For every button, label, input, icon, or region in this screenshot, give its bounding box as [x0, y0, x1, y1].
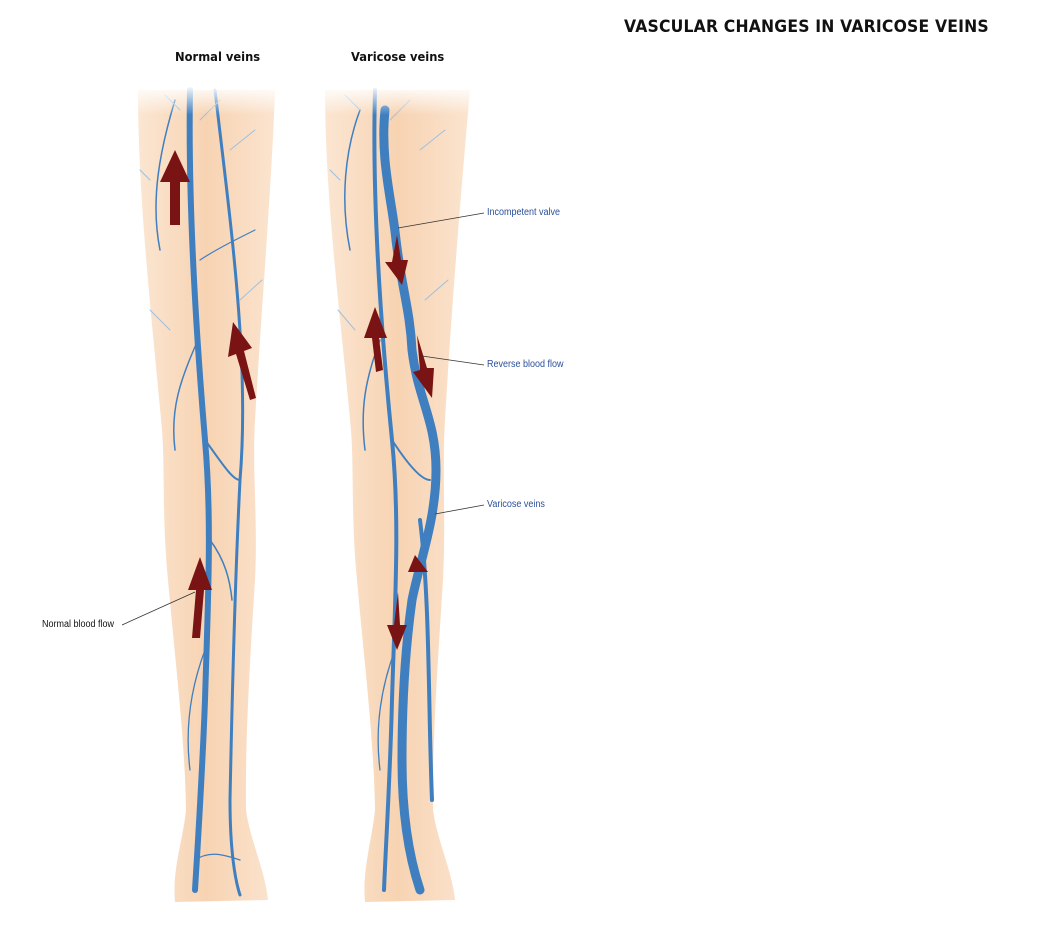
diagram-title: VASCULAR CHANGES IN VARICOSE VEINS — [624, 17, 989, 37]
normal-veins-heading: Normal veins — [175, 49, 261, 64]
leader-lines — [121, 212, 485, 626]
normal-blood-flow-label: Normal blood flow — [42, 619, 115, 630]
normal-flow-arrows — [160, 150, 256, 638]
reverse-blood-flow-label: Reverse blood flow — [487, 359, 564, 370]
varicose-veins-heading: Varicose veins — [351, 49, 445, 64]
varicose-leg — [320, 85, 475, 902]
incompetent-valve-label: Incompetent valve — [487, 207, 561, 218]
normal-leg — [130, 85, 280, 902]
varicose-veins-label: Varicose veins — [487, 499, 545, 510]
reverse-flow-arrows — [364, 235, 434, 650]
